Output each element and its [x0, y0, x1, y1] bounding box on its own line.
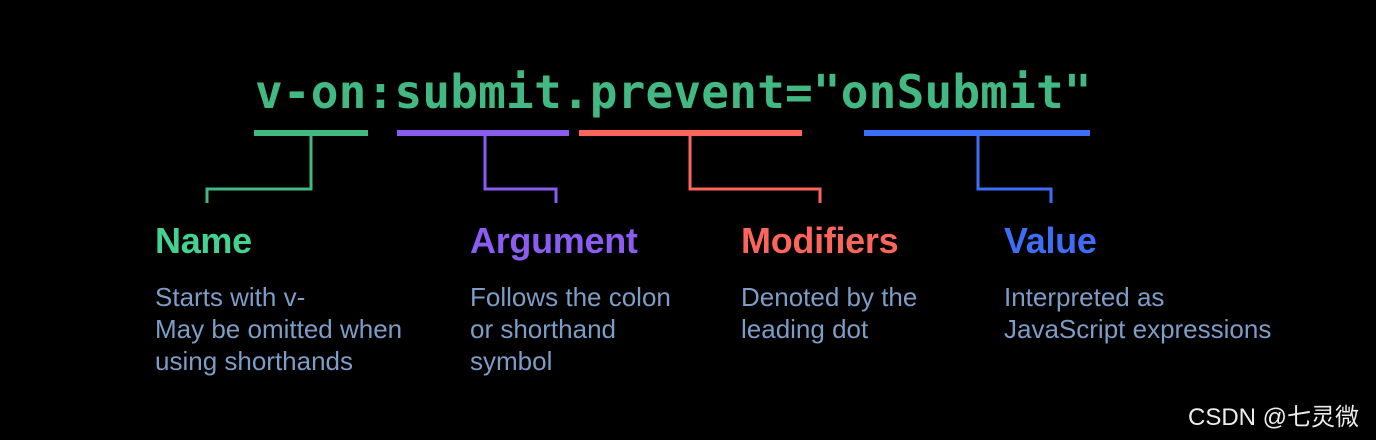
- argument-connector-line: [483, 136, 558, 203]
- argument-label: Argument: [470, 220, 638, 261]
- name-connector-line: [205, 136, 313, 203]
- argument-underline: [397, 130, 569, 136]
- directive-code-text: v-on:submit.prevent="onSubmit": [255, 65, 1092, 119]
- modifiers-connector-line: [688, 136, 822, 203]
- modifiers-description: Denoted by the leading dot: [741, 282, 918, 344]
- modifiers-underline: [579, 130, 802, 136]
- argument-description: Follows the colon or shorthand symbol: [470, 282, 671, 376]
- name-underline: [254, 130, 368, 136]
- csdn-watermark: CSDN @七灵微: [1188, 404, 1360, 431]
- value-connector-line: [976, 136, 1053, 203]
- name-description: Starts with v- May be omitted when using…: [155, 282, 403, 376]
- value-underline: [864, 130, 1090, 136]
- modifiers-label: Modifiers: [741, 220, 899, 261]
- value-description: Interpreted as JavaScript expressions: [1004, 282, 1272, 344]
- value-label: Value: [1004, 220, 1097, 261]
- name-label: Name: [155, 220, 252, 261]
